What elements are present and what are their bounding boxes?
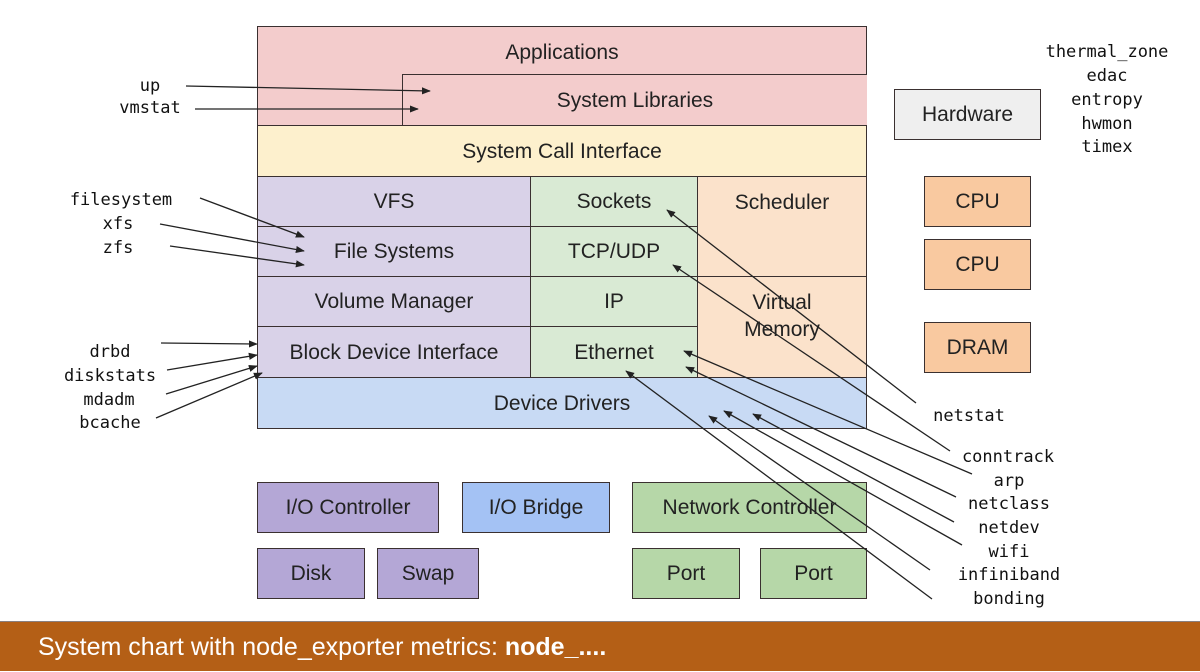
dram-label: DRAM bbox=[946, 336, 1009, 359]
block-device-interface-label: Block Device Interface bbox=[289, 340, 499, 364]
io-controller-label: I/O Controller bbox=[285, 496, 411, 519]
arrow-drbd bbox=[160, 340, 258, 348]
scheduler-layer: Scheduler bbox=[697, 176, 867, 277]
ethernet-layer: Ethernet bbox=[530, 326, 698, 378]
disk-label: Disk bbox=[290, 562, 332, 585]
system-call-interface-layer: System Call Interface bbox=[257, 125, 867, 177]
metric-filesystem: filesystem bbox=[69, 190, 173, 210]
metric-wifi: wifi bbox=[988, 542, 1030, 562]
volume-manager-layer: Volume Manager bbox=[257, 276, 531, 327]
metric-netstat: netstat bbox=[933, 406, 1005, 426]
cpu-box-1: CPU bbox=[924, 176, 1031, 227]
sockets-label: Sockets bbox=[576, 190, 652, 213]
hardware-box: Hardware bbox=[894, 89, 1041, 140]
io-bridge-box: I/O Bridge bbox=[462, 482, 610, 533]
volume-manager-label: Volume Manager bbox=[314, 290, 474, 313]
port-box-2: Port bbox=[760, 548, 867, 599]
ip-label: IP bbox=[604, 290, 624, 313]
metric-arp: arp bbox=[993, 471, 1025, 491]
metric-edac: edac bbox=[1086, 66, 1128, 86]
system-libraries-label: System Libraries bbox=[556, 89, 714, 112]
metric-diskstats: diskstats bbox=[63, 366, 157, 386]
ip-layer: IP bbox=[530, 276, 698, 327]
metric-bonding: bonding bbox=[973, 589, 1045, 609]
sockets-layer: Sockets bbox=[530, 176, 698, 227]
network-controller-box: Network Controller bbox=[632, 482, 867, 533]
metric-drbd: drbd bbox=[89, 342, 131, 362]
disk-box: Disk bbox=[257, 548, 365, 599]
metric-bcache: bcache bbox=[79, 413, 141, 433]
footer-caption-bold: node_.... bbox=[504, 633, 607, 661]
footer-caption-bar: System chart with node_exporter metrics:… bbox=[0, 621, 1200, 671]
port-label: Port bbox=[794, 562, 833, 585]
metric-infiniband: infiniband bbox=[957, 565, 1061, 585]
network-controller-label: Network Controller bbox=[662, 496, 837, 519]
metric-timex: timex bbox=[1081, 137, 1133, 157]
metric-netclass: netclass bbox=[968, 494, 1050, 514]
vfs-label: VFS bbox=[373, 190, 415, 213]
device-drivers-label: Device Drivers bbox=[493, 391, 631, 415]
metric-entropy: entropy bbox=[1071, 90, 1143, 110]
metric-mdadm: mdadm bbox=[83, 390, 135, 410]
virtual-memory-label: Virtual Memory bbox=[744, 291, 820, 341]
metric-xfs: xfs bbox=[102, 214, 134, 234]
hardware-label: Hardware bbox=[921, 103, 1014, 126]
block-device-interface-layer: Block Device Interface bbox=[257, 326, 531, 378]
tcp-udp-label: TCP/UDP bbox=[567, 240, 661, 263]
arrow-mdadm bbox=[165, 364, 258, 395]
tcp-udp-layer: TCP/UDP bbox=[530, 226, 698, 277]
metric-vmstat: vmstat bbox=[119, 98, 181, 118]
dram-box: DRAM bbox=[924, 322, 1031, 373]
file-systems-layer: File Systems bbox=[257, 226, 531, 277]
metric-conntrack: conntrack bbox=[961, 447, 1055, 467]
swap-box: Swap bbox=[377, 548, 479, 599]
footer-caption: System chart with node_exporter metrics: bbox=[38, 633, 505, 661]
cpu-box-2: CPU bbox=[924, 239, 1031, 290]
arrow-bcache bbox=[155, 372, 263, 419]
vfs-layer: VFS bbox=[257, 176, 531, 227]
swap-label: Swap bbox=[401, 562, 455, 585]
metric-zfs: zfs bbox=[102, 238, 134, 258]
io-controller-box: I/O Controller bbox=[257, 482, 439, 533]
metric-up: up bbox=[139, 76, 161, 96]
metric-hwmon: hwmon bbox=[1081, 114, 1133, 134]
ethernet-label: Ethernet bbox=[574, 340, 654, 364]
metric-netdev: netdev bbox=[978, 518, 1040, 538]
cpu-label: CPU bbox=[955, 253, 1000, 276]
port-label: Port bbox=[666, 562, 706, 585]
system-libraries-layer: System Libraries bbox=[402, 74, 867, 126]
system-call-interface-label: System Call Interface bbox=[462, 139, 662, 163]
arrow-diskstats bbox=[166, 352, 258, 371]
io-bridge-label: I/O Bridge bbox=[488, 496, 584, 519]
cpu-label: CPU bbox=[955, 190, 1000, 213]
port-box-1: Port bbox=[632, 548, 740, 599]
file-systems-label: File Systems bbox=[333, 240, 455, 263]
device-drivers-layer: Device Drivers bbox=[257, 377, 867, 429]
metric-thermal-zone: thermal_zone bbox=[1045, 42, 1169, 62]
applications-label: Applications bbox=[505, 41, 619, 64]
virtual-memory-layer: Virtual Memory bbox=[697, 276, 867, 378]
scheduler-label: Scheduler bbox=[734, 191, 830, 214]
